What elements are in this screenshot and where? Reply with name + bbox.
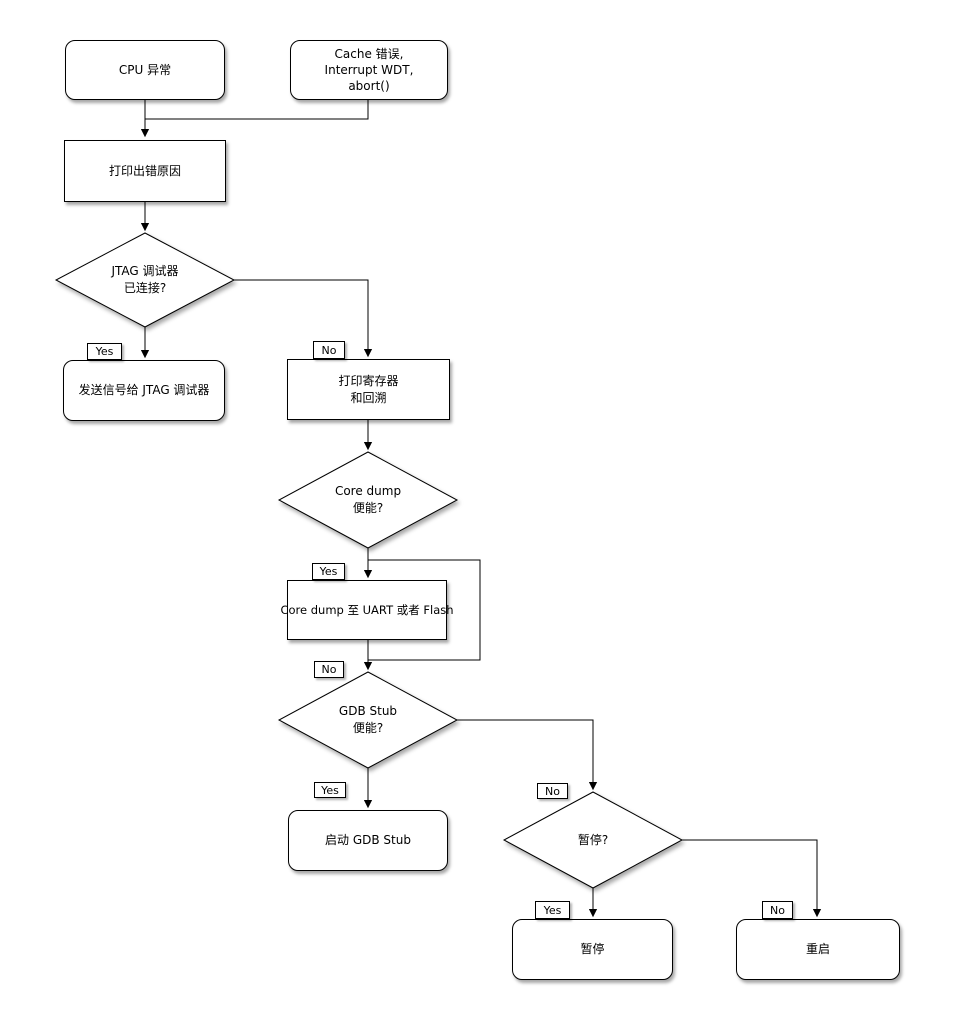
edge-label-gdbstub-no: No xyxy=(537,783,568,799)
edge-gdbstub-no xyxy=(457,719,598,791)
node-print-registers-line1: 打印寄存器 xyxy=(338,373,399,388)
node-cache-error-line2: Interrupt WDT, xyxy=(324,63,414,77)
node-coredump-write-label: Core dump 至 UART 或者 Flash xyxy=(280,602,454,617)
edge-label-coredump-no: No xyxy=(314,661,344,678)
edge-label-jtag-yes: Yes xyxy=(87,343,122,360)
node-send-signal: 发送信号给 JTAG 调试器 xyxy=(63,360,225,421)
node-reboot: 重启 xyxy=(736,919,900,980)
gdbstub-decision-label: GDB Stub 便能? xyxy=(338,704,398,735)
jtag-decision-label: JTAG 调试器 已连接? xyxy=(111,264,179,295)
edge-coredump-no-bypass xyxy=(368,559,481,661)
coredump-decision-diamond xyxy=(277,451,459,549)
edge-label-coredump-yes: Yes xyxy=(312,563,345,580)
node-print-registers-line2: 和回溯 xyxy=(350,390,387,405)
pause-decision-diamond xyxy=(502,791,684,889)
node-cpu-exception: CPU 异常 xyxy=(65,40,225,100)
jtag-decision-diamond xyxy=(54,232,236,328)
edge-jtag-no xyxy=(234,279,373,358)
node-pause: 暂停 xyxy=(512,919,673,980)
edge-label-gdbstub-yes: Yes xyxy=(314,782,346,798)
node-reboot-label: 重启 xyxy=(805,942,830,956)
node-print-error-label: 打印出错原因 xyxy=(108,163,181,178)
node-start-gdbstub-label: 启动 GDB Stub xyxy=(325,833,411,847)
node-send-signal-label: 发送信号给 JTAG 调试器 xyxy=(78,383,210,397)
node-print-error: 打印出错原因 xyxy=(64,140,226,202)
node-print-registers: 打印寄存器 和回溯 xyxy=(287,359,450,420)
node-pause-label: 暂停 xyxy=(580,942,605,956)
coredump-decision-label: Core dump 便能? xyxy=(334,484,402,515)
node-start-gdbstub: 启动 GDB Stub xyxy=(288,810,448,871)
node-cpu-exception-label: CPU 异常 xyxy=(118,62,172,77)
gdbstub-decision-diamond xyxy=(277,671,459,769)
pause-decision-label: 暂停? xyxy=(577,833,609,847)
edge-label-pause-no: No xyxy=(762,901,793,919)
edge-label-pause-yes: Yes xyxy=(535,901,570,919)
node-cache-error-line1: Cache 错误, xyxy=(334,47,404,61)
edge-label-jtag-no: No xyxy=(313,341,345,359)
node-cache-error: Cache 错误, Interrupt WDT, abort() xyxy=(290,40,448,100)
edge-pause-no xyxy=(682,839,822,918)
node-cache-error-line3: abort() xyxy=(348,79,390,93)
node-coredump-write: Core dump 至 UART 或者 Flash xyxy=(280,580,454,640)
edge-cache-to-join xyxy=(145,100,369,120)
